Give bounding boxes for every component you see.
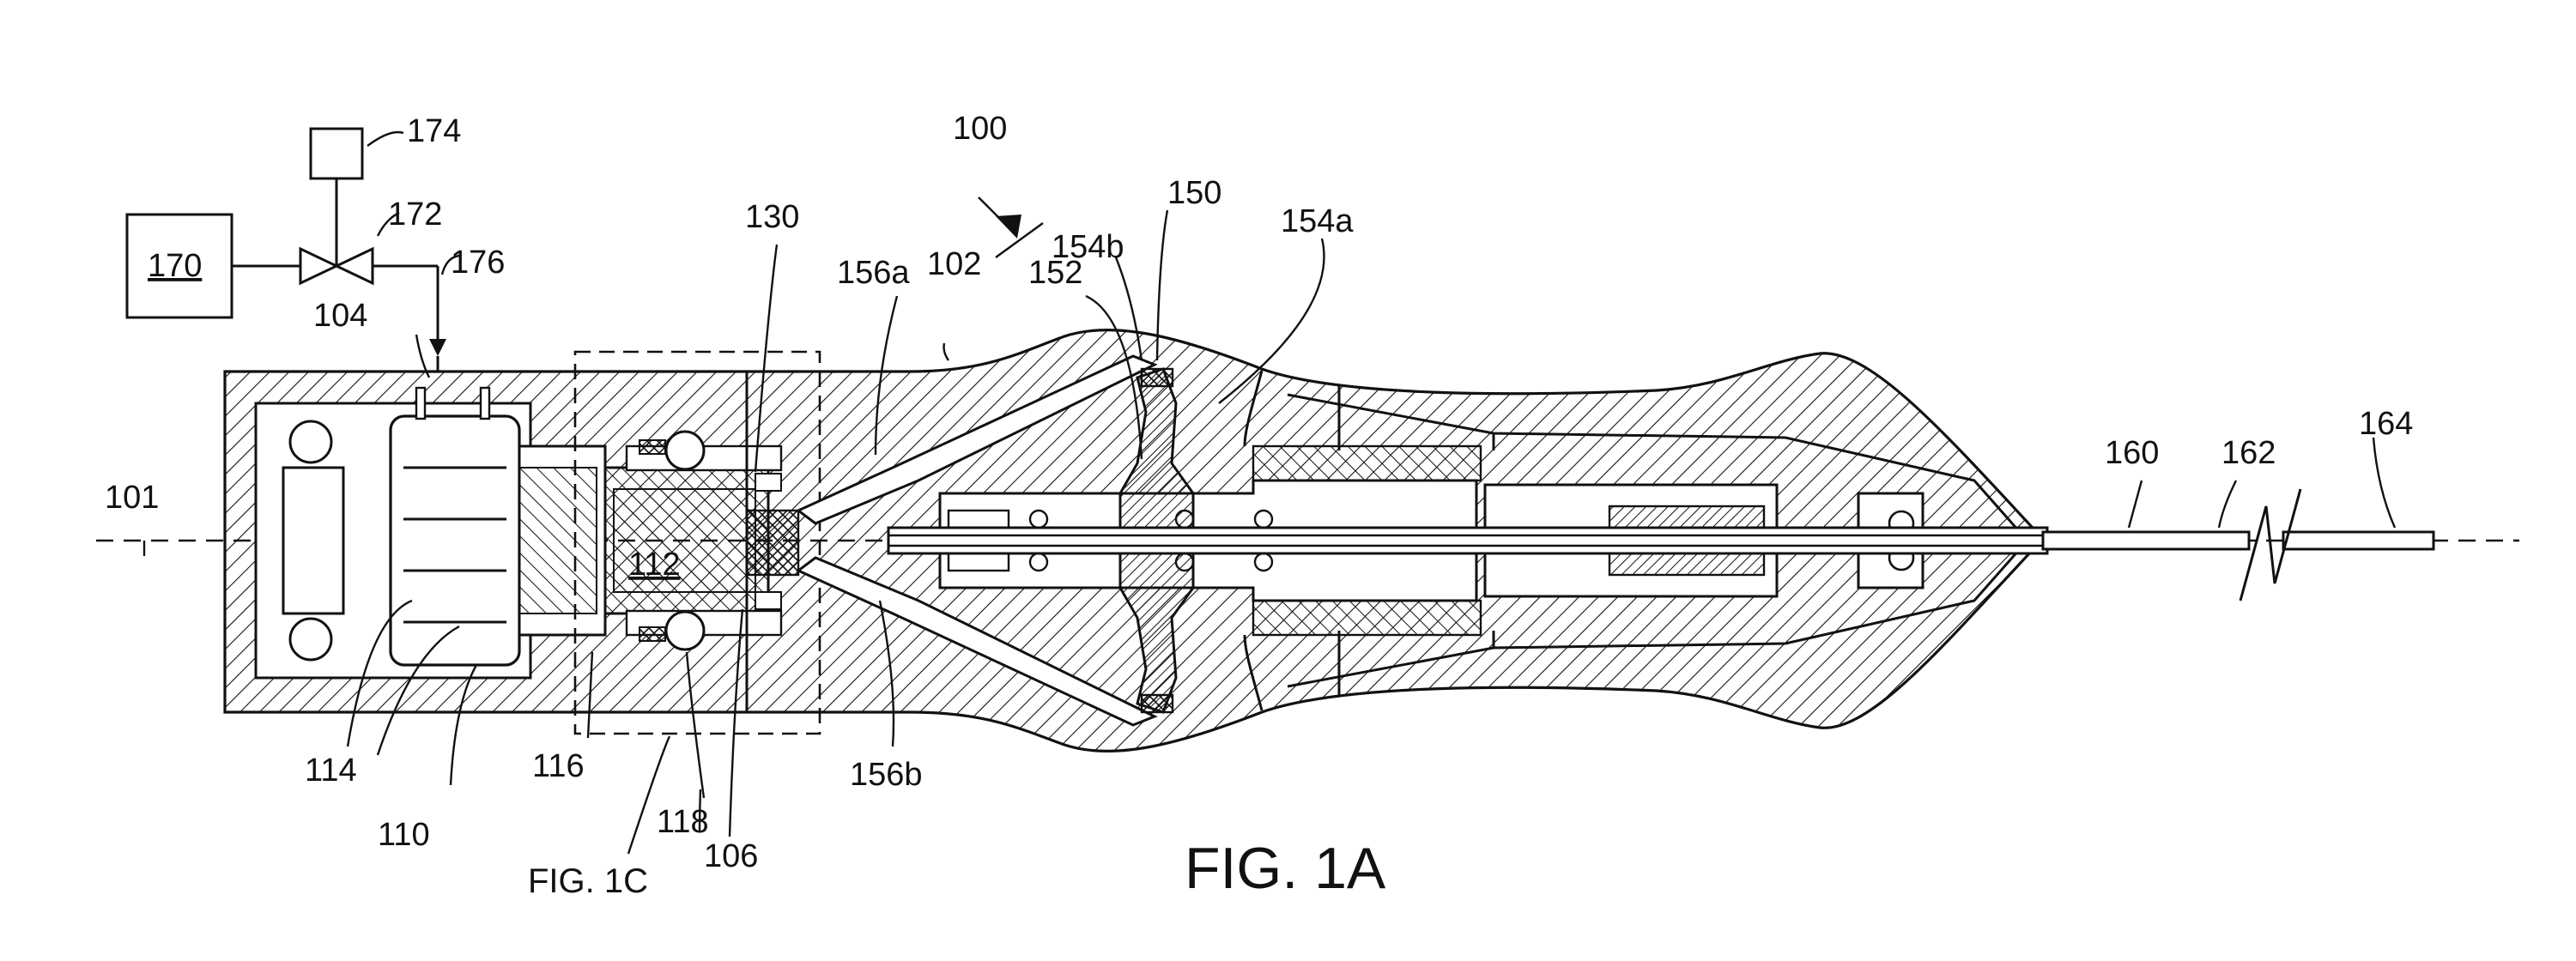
channels-156: [796, 354, 1158, 727]
label-156b: 156b: [850, 757, 923, 793]
label-150: 150: [1167, 175, 1221, 211]
label-156a: 156a: [837, 255, 910, 291]
reference-labels: 174 172 176 170 104 101 112 114 110 116 …: [105, 111, 2413, 901]
label-112: 112: [628, 547, 681, 583]
line-176: [429, 266, 446, 372]
label-152: 152: [1028, 255, 1082, 291]
motor-110: [389, 386, 521, 667]
label-118: 118: [657, 804, 709, 840]
label-102: 102: [927, 246, 981, 282]
label-116: 116: [532, 748, 585, 784]
probe-160: [887, 488, 2435, 601]
figure-title: FIG. 1A: [1185, 836, 1386, 901]
label-160: 160: [2105, 435, 2159, 471]
label-170: 170: [148, 248, 202, 284]
valve-172: [299, 176, 438, 286]
shaft-116: [518, 444, 783, 637]
leader-lines: [142, 130, 2397, 855]
label-104: 104: [313, 298, 367, 334]
nose-contours: [1243, 370, 2027, 711]
label-162: 162: [2221, 435, 2276, 471]
controller-174: [309, 127, 364, 180]
label-130: 130: [745, 199, 799, 235]
label-fig-1c: FIG. 1C: [528, 862, 648, 900]
label-100: 100: [953, 111, 1007, 147]
arrow-100-head: [996, 215, 1021, 239]
label-174: 174: [407, 113, 461, 149]
label-110: 110: [378, 817, 430, 853]
detail-box-fig1c: [573, 350, 821, 735]
seal-region-130: [745, 372, 800, 712]
label-154b: 154b: [1052, 229, 1124, 265]
label-176: 176: [451, 245, 505, 281]
source-170: [125, 213, 300, 319]
label-101: 101: [105, 480, 159, 516]
label-154a: 154a: [1281, 203, 1354, 239]
bearing-118: [639, 430, 706, 651]
label-172: 172: [388, 196, 442, 233]
label-106: 106: [704, 838, 758, 874]
label-114: 114: [305, 752, 357, 789]
label-164: 164: [2359, 406, 2413, 442]
